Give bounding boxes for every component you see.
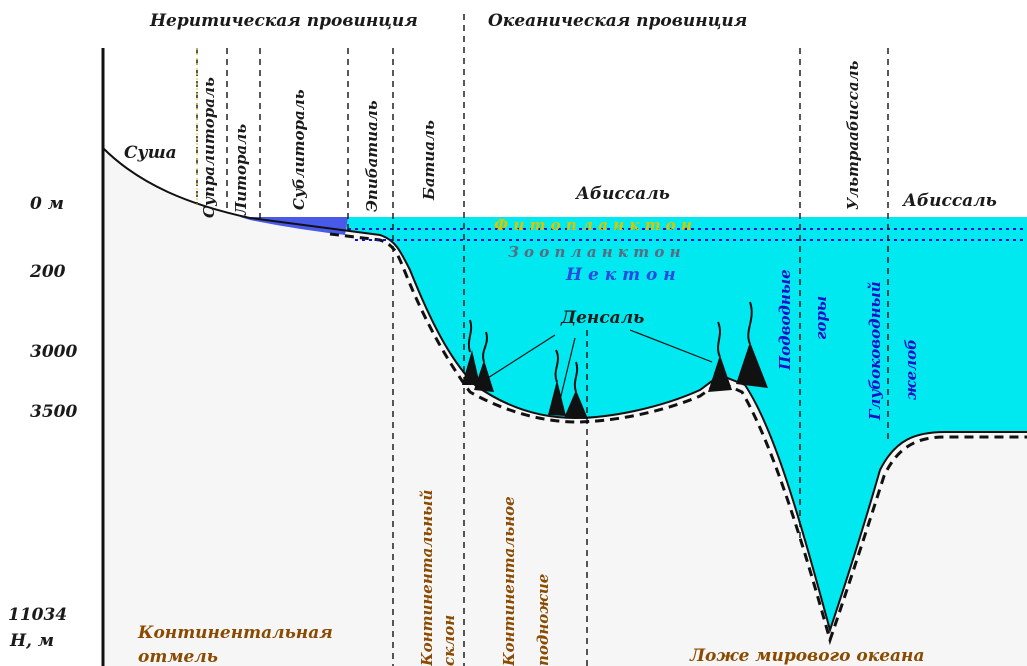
- sublittoral-label: Сублитораль: [290, 89, 308, 210]
- vent-mound-6: [736, 342, 768, 388]
- slope-label-2: склон: [440, 615, 458, 666]
- zone-boundaries: [196, 14, 889, 666]
- supralittoral-label: Супралитораль: [200, 77, 218, 218]
- vent-mound-5: [708, 355, 732, 392]
- abyssal-label-1: Абиссаль: [574, 184, 670, 204]
- plume-4: [573, 361, 579, 393]
- epibathyal-label: Эпибатиаль: [363, 100, 381, 212]
- seamounts-label-2: горы: [812, 296, 830, 340]
- vent-mound-1: [462, 350, 480, 385]
- plume-1: [467, 319, 473, 353]
- trench-label-2: желоб: [902, 339, 920, 400]
- abyssal-label-2: Абиссаль: [901, 191, 997, 211]
- shelf-label-1: Континентальная: [137, 623, 333, 643]
- vent-mound-4: [564, 390, 588, 419]
- rise-label-2: подножие: [534, 574, 552, 666]
- depth-max-label: 11034: [8, 605, 67, 625]
- oceanic-province-label: Океаническая провинция: [488, 11, 747, 31]
- land-body: [103, 148, 1027, 666]
- depth-3500-label: 3500: [30, 402, 77, 422]
- plume-6: [747, 301, 753, 345]
- seamounts-label-1: Подводные: [776, 269, 794, 371]
- vent-mound-3: [548, 380, 566, 416]
- bathyal-label: Батиаль: [420, 120, 438, 201]
- ultraabyssal-label: Ультраабиссаль: [844, 60, 862, 210]
- densal-mounds: [462, 342, 768, 419]
- littoral-label: Литораль: [232, 124, 250, 216]
- depth-200-label: 200: [29, 262, 66, 282]
- ocean-floor-label: Ложе мирового океана: [689, 646, 924, 666]
- vent-plumes: [467, 301, 753, 393]
- shelf-label-2: отмель: [138, 647, 218, 666]
- seafloor-dashed-line: [329, 232, 1027, 646]
- zooplankton-label: З о о п л а н к т о н: [508, 243, 681, 261]
- densal-leaders: [479, 329, 713, 401]
- coastal-water: [240, 217, 348, 235]
- densal-label: Денсаль: [560, 308, 644, 328]
- phytoplankton-label: Ф и т о п л а н к т о н: [494, 216, 692, 234]
- slope-label-1: Континентальный: [418, 490, 436, 666]
- depth-3000-label: 3000: [30, 342, 77, 362]
- vent-mound-2: [474, 360, 494, 392]
- water-body: [248, 217, 1027, 630]
- trench-label-1: Глубоководный: [866, 281, 884, 421]
- neritic-province-label: Неритическая провинция: [149, 11, 418, 31]
- depth-axis-unit: H, м: [9, 631, 54, 651]
- plume-5: [717, 321, 721, 358]
- plume-3: [554, 349, 559, 383]
- plume-2: [482, 331, 488, 363]
- depth-0-label: 0 м: [30, 194, 64, 214]
- land-label: Суша: [124, 143, 177, 163]
- nekton-label: Н е к т о н: [565, 265, 676, 285]
- rise-label-1: Континентальное: [500, 496, 518, 666]
